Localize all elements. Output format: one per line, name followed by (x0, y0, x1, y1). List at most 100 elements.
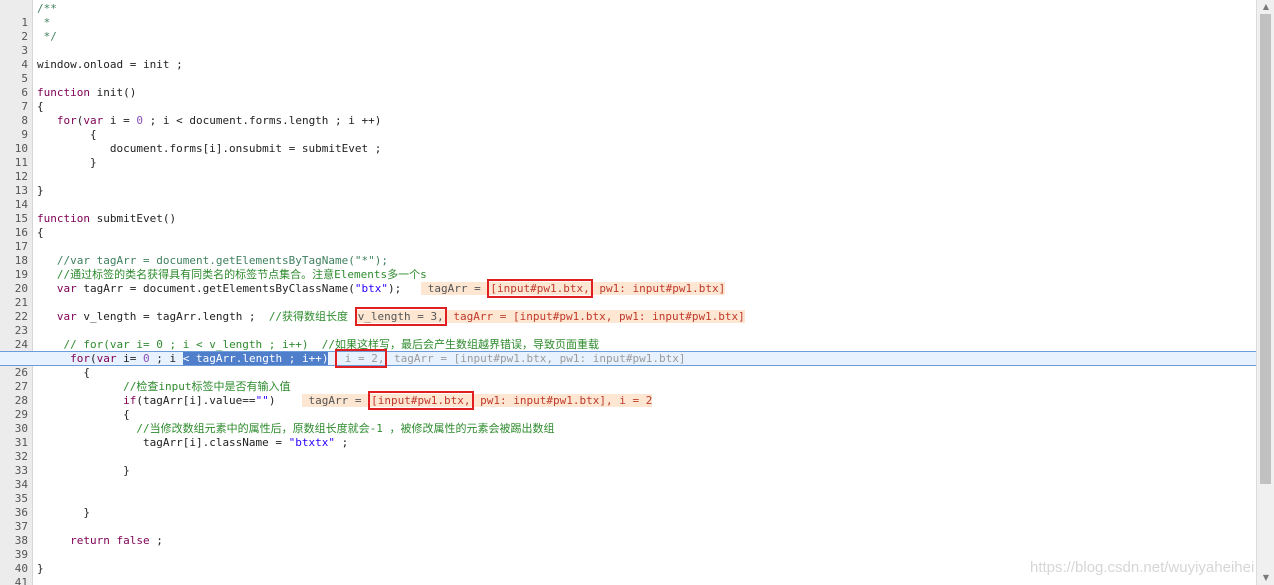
code-line[interactable]: 33 (0, 450, 1256, 477)
code-line[interactable]: 35 (0, 478, 1256, 505)
line-number: 17 (14, 240, 28, 253)
line-number: 7 (21, 100, 28, 113)
code-line[interactable]: 13 (0, 170, 1256, 197)
code-line[interactable]: 22 (0, 296, 1256, 323)
line-number: 26 (14, 366, 28, 379)
code-line[interactable]: 23 var v_length = tagArr.length ; //获得数组… (0, 307, 1256, 337)
indent (37, 380, 123, 393)
code-line[interactable]: 40 (0, 548, 1256, 575)
scrollbar-thumb[interactable] (1260, 14, 1271, 484)
code-line[interactable]: 20 //通过标签的类名获得具有同类名的标签节点集合。注意Elements多一个… (0, 268, 1256, 295)
code-line[interactable]: 31 //当修改数组元素中的属性后，原数组长度就会-1 ，被修改属性的元素会被踢… (0, 422, 1256, 449)
line-number: 11 (14, 156, 28, 169)
code-line[interactable]: 19 //var tagArr = document.getElementsBy… (0, 254, 1256, 281)
code-line[interactable]: 9 for(var i = 0 ; i < document.forms.len… (0, 114, 1256, 141)
code-text: { (37, 128, 97, 141)
line-number: 37 (14, 520, 28, 533)
code-line[interactable]: 36 (0, 492, 1256, 519)
highlight-box: [input#pw1.btx, (487, 279, 593, 298)
code-line[interactable]: 14 } (0, 184, 1256, 211)
code-line[interactable]: 41 } (0, 562, 1256, 585)
code-line[interactable]: 39 return false ; (0, 534, 1256, 561)
code-line[interactable]: 24 (0, 324, 1256, 351)
code-line[interactable]: 12 } (0, 156, 1256, 183)
code-line[interactable]: 5 window.onload = init ; (0, 58, 1256, 85)
comment: //当修改数组元素中的属性后，原数组长度就会-1 ，被修改属性的元素会被踢出数组 (136, 422, 555, 435)
code-line[interactable]: 32 tagArr[i].className = "btxtx" ; (0, 436, 1256, 463)
keyword: function (37, 86, 90, 99)
scroll-down-icon[interactable]: ▼ (1262, 573, 1270, 582)
line-number: 39 (14, 548, 28, 561)
code-line[interactable]: 11 document.forms[i].onsubmit = submitEv… (0, 142, 1256, 169)
line-number: 14 (14, 198, 28, 211)
scroll-up-icon[interactable]: ▲ (1262, 2, 1270, 11)
line-number: 12 (14, 170, 28, 183)
code-line[interactable]: 7 function init() (0, 86, 1256, 113)
line-number: 35 (14, 492, 28, 505)
current-code-line[interactable]: 26 for(var i= 0 ; i < tagArr.length ; i+… (0, 349, 1256, 379)
code-text: { (37, 226, 44, 239)
code-text: { (37, 100, 44, 113)
code-line[interactable]: 27 { (0, 366, 1256, 393)
indent (37, 534, 70, 547)
code-line[interactable]: 34 } (0, 464, 1256, 491)
debug-value-text: tagArr = [input#pw1.btx, pw1: input#pw1.… (446, 310, 745, 323)
code-text: tagArr = document.getElementsByClassName… (76, 282, 355, 295)
indent (37, 114, 57, 127)
keyword: for (70, 352, 90, 365)
code-line[interactable]: 6 (0, 72, 1256, 99)
highlight-box: i = 2, (335, 349, 388, 368)
keyword: var (56, 282, 77, 295)
keyword: return (70, 534, 110, 547)
code-line[interactable]: 37 } (0, 506, 1256, 533)
indent (37, 394, 123, 407)
code-line[interactable]: 17 { (0, 226, 1256, 253)
code-line[interactable]: 3 */ (0, 30, 1256, 57)
code-text: ); (388, 282, 422, 295)
line-number: 32 (14, 450, 28, 463)
comment: //var tagArr = document.getElementsByTag… (56, 254, 389, 267)
code-line[interactable]: 18 (0, 240, 1256, 267)
code-text: init() (89, 86, 137, 99)
line-number: 8 (21, 114, 28, 127)
code-text: } (37, 506, 90, 519)
keyword: function (37, 212, 90, 225)
debug-value-text: pw1: input#pw1.btx] (592, 282, 726, 295)
code-text: document.forms[i].onsubmit = submitEvet … (37, 142, 382, 155)
watermark: https://blog.csdn.net/wuyiyaheihei (1030, 559, 1255, 576)
comment: * (37, 16, 51, 29)
line-number: 6 (21, 86, 28, 99)
string-literal: "btxtx" (288, 436, 336, 449)
code-line[interactable]: 15 (0, 198, 1256, 225)
code-text (110, 534, 117, 547)
code-line[interactable]: 4 (0, 44, 1256, 71)
code-line[interactable]: 28 //检查input标签中是否有输入值 (0, 380, 1256, 407)
line-number: 22 (14, 310, 28, 323)
line-number: 1 (21, 16, 28, 29)
line-number: 28 (14, 394, 28, 407)
text-selection[interactable]: < tagArr.length ; i++) (182, 352, 329, 365)
code-line[interactable]: 30 { (0, 408, 1256, 435)
code-line[interactable]: 10 { (0, 128, 1256, 155)
line-number: 18 (14, 254, 28, 267)
number-literal: 0 (143, 352, 150, 365)
code-line[interactable]: 25 // for(var i= 0 ; i < v_length ; i++)… (0, 338, 1256, 365)
code-line[interactable]: 16 function submitEvet() (0, 212, 1256, 239)
vertical-scrollbar[interactable]: ▲ ▼ (1256, 0, 1274, 585)
code-line[interactable]: 8 { (0, 100, 1256, 127)
code-text: window.onload = init ; (37, 58, 183, 71)
code-text: ( (90, 352, 97, 365)
code-line[interactable]: 38 (0, 520, 1256, 547)
line-number: 13 (14, 184, 28, 197)
code-line[interactable]: 2 * (0, 16, 1256, 43)
indent (37, 282, 57, 295)
line-number: 10 (14, 142, 28, 155)
code-line[interactable]: 21 var tagArr = document.getElementsByCl… (0, 279, 1256, 309)
line-number: 38 (14, 534, 28, 547)
code-line[interactable]: 1 /** (0, 2, 1256, 29)
inline-debug-value: v_length = 3, tagArr = [input#pw1.btx, p… (354, 307, 745, 326)
debug-value-text: tagArr = (301, 394, 369, 407)
line-number: 34 (14, 478, 28, 491)
code-line[interactable]: 29 if(tagArr[i].value=="") tagArr = [inp… (0, 391, 1256, 421)
